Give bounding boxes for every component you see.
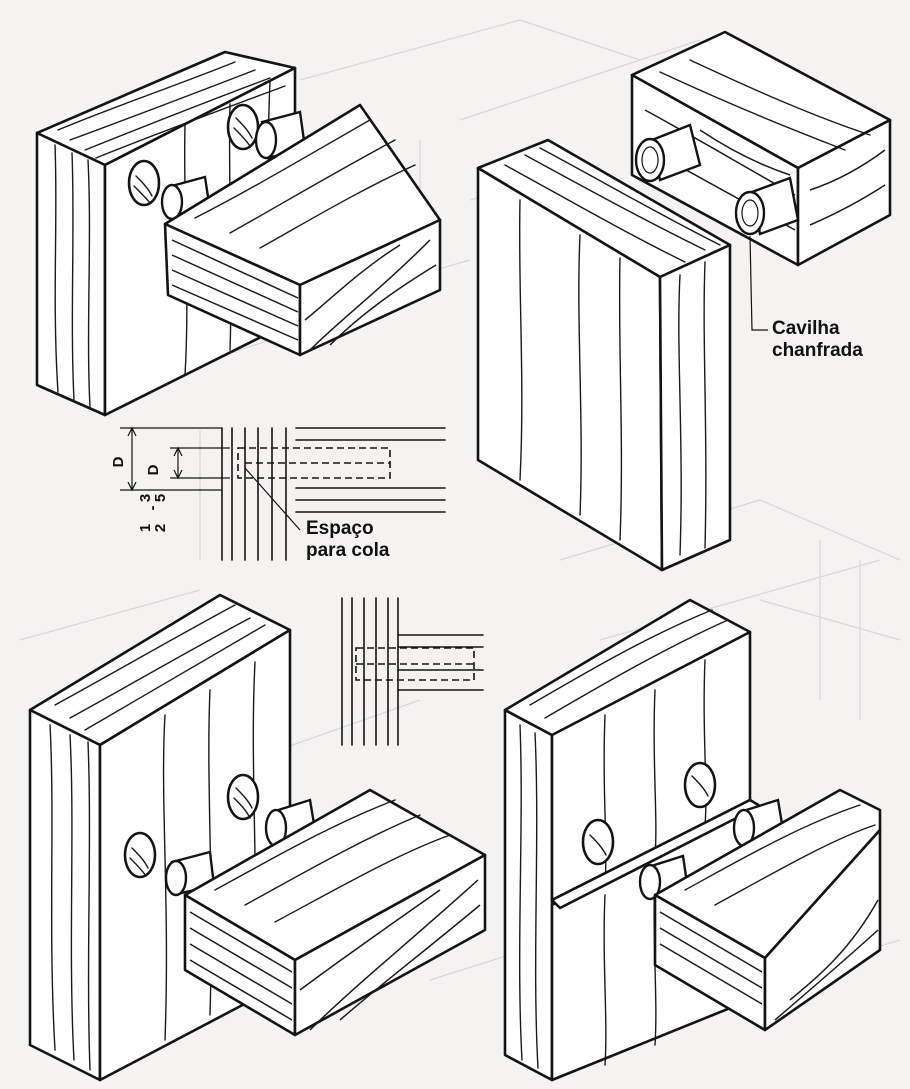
chamfered-dowel-label: Cavilha chanfrada <box>772 318 863 362</box>
vertical-post-side-face <box>658 243 732 572</box>
joint-bottom-right <box>503 598 882 1082</box>
fraction-separator: - <box>144 506 161 511</box>
rail-end-face <box>796 118 892 267</box>
dowel-hole <box>226 773 260 821</box>
joint-top-left <box>35 50 442 417</box>
dowel-end <box>254 120 278 160</box>
fraction-a-numerator: 1 <box>137 524 154 532</box>
dowel-hole <box>123 831 157 879</box>
cross-section-detail-center <box>341 597 484 746</box>
dowel-end <box>638 863 662 901</box>
depth-label: D <box>110 456 127 467</box>
cross-section-detail <box>120 426 446 561</box>
joint-bottom-left <box>28 593 487 1082</box>
rail-end-face <box>293 853 487 1037</box>
fraction-b-numerator: 3 <box>137 494 154 502</box>
dowel-hole <box>226 103 260 151</box>
chamfered-dowel-label-line1: Cavilha <box>772 318 840 339</box>
glue-space-label-line2: para cola <box>306 540 390 561</box>
vertical-board-front-face <box>503 708 554 1082</box>
vertical-board-front-face <box>35 131 107 417</box>
dowel-hole <box>581 818 615 866</box>
dowel-end <box>164 859 188 897</box>
fraction-b-denominator: 5 <box>152 494 169 502</box>
glue-space-label: Espaço para cola <box>306 518 389 562</box>
label-pointer-line <box>244 467 301 531</box>
glue-space-label-line1: Espaço <box>306 518 374 539</box>
chamfered-dowel-label-line2: chanfrada <box>772 340 863 361</box>
chamfered-dowel-end <box>634 137 666 183</box>
joint-top-right <box>476 30 892 572</box>
rail-end-face <box>298 218 442 357</box>
chamfered-dowel-end <box>734 190 766 236</box>
dowel-end <box>160 183 184 221</box>
fraction-a-denominator: 2 <box>152 524 169 532</box>
label-pointer-line <box>749 235 768 331</box>
fraction-b-symbol: D <box>145 464 162 475</box>
rail-end-face <box>763 828 882 1032</box>
dowel-hole <box>127 159 161 207</box>
